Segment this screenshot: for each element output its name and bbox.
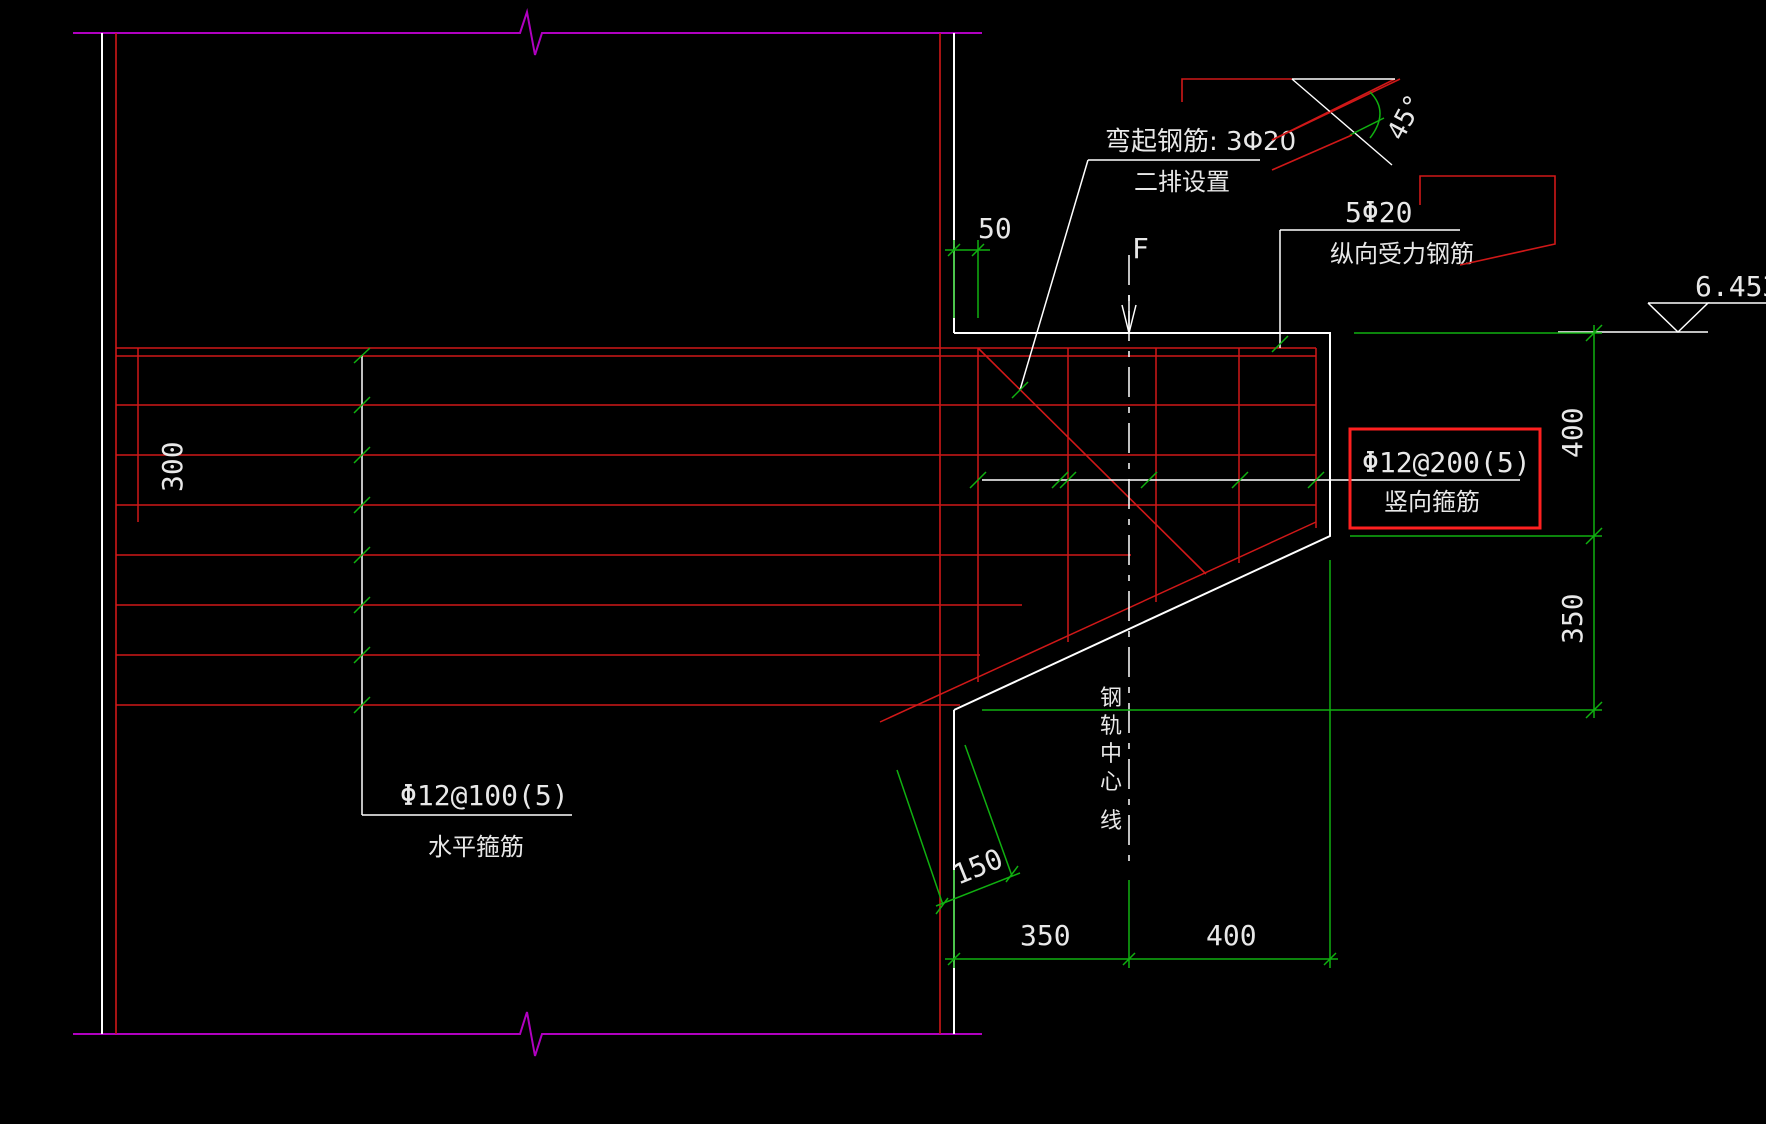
column-outline — [101, 33, 955, 1034]
horiz-stirrup-label: Φ12@100(5) — [400, 779, 569, 812]
bent-bar-sub: 二排设置 — [1134, 168, 1230, 196]
centerline-char-1: 钢 — [1100, 686, 1122, 711]
corbel-outline — [953, 332, 1331, 711]
vert-stirrup-leader — [969, 471, 1520, 489]
angle-label: 45° — [1382, 90, 1431, 146]
highlight-box[interactable] — [1348, 427, 1542, 530]
dim-150: 150 — [948, 842, 1007, 892]
rebar-bend-detail-45 — [1181, 78, 1401, 166]
bent-bar-leader — [1011, 159, 1260, 399]
elevation-marker — [1558, 302, 1766, 334]
long-bar-label: 5Φ20 — [1345, 196, 1412, 229]
horiz-stirrup-leader — [353, 347, 572, 816]
dim-350-horizontal: 350 — [1020, 919, 1071, 952]
centerline-char-3: 中 — [1100, 742, 1122, 767]
vert-stirrup-label: Φ12@200(5) — [1362, 446, 1531, 479]
centerline-char-2: 轨 — [1100, 714, 1122, 739]
long-bar-leader — [1271, 229, 1460, 353]
horiz-stirrup-sub: 水平箍筋 — [428, 833, 524, 861]
top-break-line — [73, 8, 982, 56]
dim-50: 50 — [978, 212, 1012, 245]
rebar-bend-detail-tail — [1271, 134, 1353, 171]
centerline-char-5: 线 — [1100, 809, 1122, 834]
rebar-hook-detail — [1419, 175, 1556, 266]
column-rebar — [115, 33, 941, 1034]
vert-stirrup-sub: 竖向箍筋 — [1384, 488, 1480, 516]
dim-400-vertical: 400 — [1556, 407, 1589, 458]
centerline-label: 钢 轨 中 心 线 — [1100, 686, 1122, 834]
horizontal-stirrups — [116, 347, 1317, 706]
dim-400-horizontal: 400 — [1206, 919, 1257, 952]
elevation-label: 6.453m — [1695, 270, 1766, 303]
dim-350-vertical: 350 — [1556, 593, 1589, 644]
bent-bar-label: 弯起钢筋: 3Φ20 — [1105, 127, 1296, 157]
bent-up-bar — [977, 347, 1207, 575]
long-bar-sub: 纵向受力钢筋 — [1330, 240, 1474, 268]
force-label: F — [1132, 232, 1149, 265]
force-arrow — [1121, 295, 1137, 334]
dimension-lines — [896, 240, 1603, 968]
bottom-break-line — [73, 1011, 982, 1057]
dim-300: 300 — [156, 441, 189, 492]
centerline-char-4: 心 — [1100, 770, 1122, 795]
vertical-stirrups — [879, 348, 1317, 723]
